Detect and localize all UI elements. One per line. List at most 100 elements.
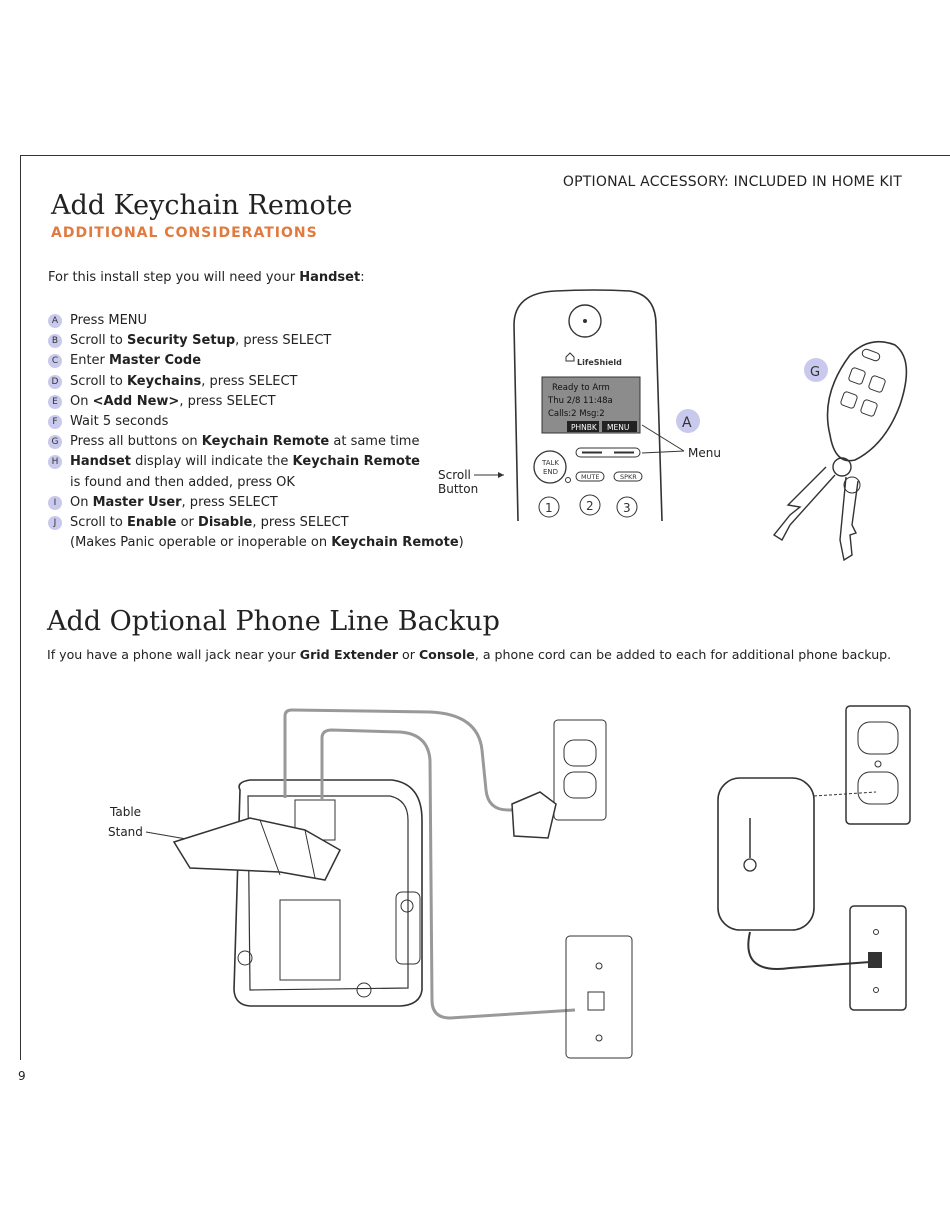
softkey-phnbk: PHNBK (571, 423, 598, 432)
console-body (233, 779, 423, 1007)
handset-body (513, 289, 663, 522)
step-text: Enable (126, 514, 177, 530)
step-text: Enter (70, 353, 110, 369)
step-text: Wait 5 seconds (70, 413, 169, 429)
handset-earpiece (568, 304, 602, 338)
outlet-plate (845, 705, 911, 825)
step-text: Scroll to (70, 333, 127, 349)
desc-text: If you have a phone wall jack near your (47, 647, 300, 662)
step-text: display will indicate the (130, 454, 293, 470)
talk-label: TALK (541, 459, 559, 467)
step-text: , press SELECT (252, 514, 349, 530)
step-badge: F (48, 414, 62, 429)
step-badge: B (48, 334, 62, 349)
page-number: 9 (18, 1069, 26, 1083)
step-item: (Makes Panic operable or inoperable on K… (48, 533, 464, 553)
intro-text: For this install step you will need your… (48, 270, 365, 285)
table-label: Table (109, 805, 141, 819)
talk-end-button (533, 450, 567, 484)
key-1 (538, 496, 560, 518)
intro-post: : (360, 270, 365, 285)
keychain-title: Add Keychain Remote (51, 190, 353, 221)
step-text: On (70, 494, 93, 510)
step-text: Master Code (109, 353, 202, 369)
intro-pre: For this install step you will need your (48, 270, 300, 285)
spkr-label: SPKR (620, 473, 637, 481)
step-text: Disable (198, 514, 253, 530)
desc-text: Console (418, 647, 475, 662)
step-item: is found and then added, press OK (48, 473, 464, 493)
console-backup-illustration: Table Stand (108, 708, 633, 1059)
step-badge: D (48, 374, 62, 389)
step-badge: C (48, 354, 62, 369)
step-text: , press SELECT (181, 494, 278, 510)
frame-left-rule (20, 155, 21, 1060)
step-text: ) (458, 535, 464, 551)
step-badge: E (48, 394, 62, 409)
nav-key (575, 447, 641, 458)
table-stand (172, 817, 341, 881)
step-badge: J (48, 515, 62, 530)
phoneline-description: If you have a phone wall jack near your … (47, 647, 891, 662)
step-text: Keychain Remote (331, 535, 459, 551)
home-logo-icon (565, 352, 575, 362)
grid-extender-body (717, 777, 815, 931)
desc-text: , a phone cord can be added to each for … (474, 647, 892, 662)
callout-a-badge (676, 409, 700, 433)
accessory-note: OPTIONAL ACCESSORY: INCLUDED IN HOME KIT (562, 174, 902, 190)
mute-label: MUTE (581, 473, 599, 481)
step-item: F Wait 5 seconds (48, 412, 464, 432)
grid-extender-illustration (717, 705, 911, 1011)
phone-jack-plate (565, 935, 633, 1059)
keychain-subtitle: ADDITIONAL CONSIDERATIONS (51, 225, 318, 241)
step-text: Security Setup (126, 333, 236, 349)
callout-a: A (682, 415, 692, 431)
keychain-remote-illustration: G (772, 340, 908, 562)
fob-body (826, 340, 908, 462)
extender-phone-cord (747, 931, 871, 970)
step-badge: A (48, 314, 62, 328)
step-badge: I (48, 495, 62, 510)
handset-brand: LifeShield (577, 358, 622, 367)
mute-button (575, 471, 605, 482)
step-badge: H (48, 455, 62, 470)
key-3-label: 3 (623, 501, 631, 515)
step-text: , press SELECT (201, 373, 298, 389)
key-1-shape (772, 466, 836, 541)
extender-jack-plate (849, 905, 907, 1011)
screen-line-2: Thu 2/8 11:48a (547, 396, 613, 406)
step-text: Press all buttons on (70, 434, 202, 450)
screen-line-3: Calls:2 Msg:2 (548, 409, 605, 419)
key-1-label: 1 (545, 501, 553, 515)
step-text: , press SELECT (235, 333, 332, 349)
step-text: Keychain Remote (292, 454, 420, 470)
end-label: END (543, 468, 558, 476)
step-text: Handset (70, 454, 131, 470)
key-2-shape (839, 476, 859, 562)
step-text: On (70, 393, 93, 409)
step-badge: G (48, 435, 62, 450)
spkr-button (613, 471, 643, 482)
step-text: Keychains (126, 373, 202, 389)
power-cord (283, 708, 520, 812)
screen-line-1: Ready to Arm (552, 383, 610, 393)
step-item: I On Master User, press SELECT (48, 493, 464, 513)
step-text: Scroll to (70, 514, 127, 530)
key-2 (579, 494, 601, 516)
step-text: Master User (92, 494, 182, 510)
frame-top-rule (20, 155, 950, 156)
step-text: (Makes Panic operable or inoperable on (70, 535, 332, 551)
step-text: Keychain Remote (201, 434, 330, 450)
wall-outlet-plate (553, 719, 607, 821)
desc-text: or (398, 647, 419, 662)
softkey-menu: MENU (607, 423, 629, 432)
intro-handset: Handset (299, 270, 361, 285)
step-item: C Enter Master Code (48, 351, 464, 371)
key-2-label: 2 (586, 499, 594, 513)
